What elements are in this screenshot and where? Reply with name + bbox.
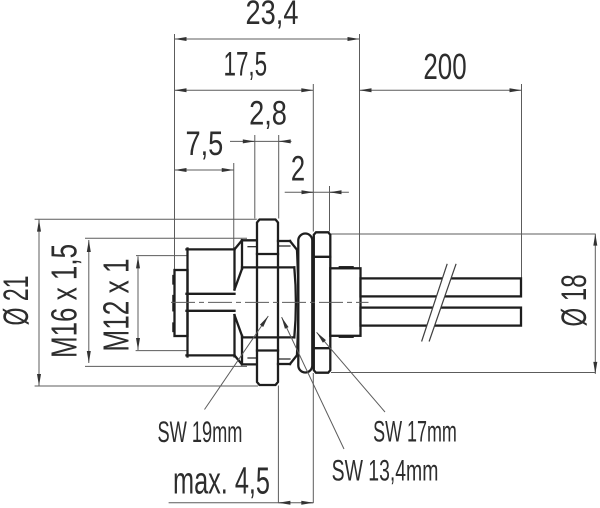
- svg-text:2,8: 2,8: [249, 94, 287, 133]
- svg-text:23,4: 23,4: [246, 0, 299, 32]
- svg-text:7,5: 7,5: [186, 124, 224, 163]
- svg-text:17,5: 17,5: [223, 46, 267, 84]
- svg-text:200: 200: [423, 47, 466, 87]
- svg-text:SW 17mm: SW 17mm: [373, 416, 457, 449]
- svg-text:Ø 18: Ø 18: [556, 274, 594, 326]
- svg-text:M16 x 1,5: M16 x 1,5: [44, 244, 84, 358]
- svg-text:SW 19mm: SW 19mm: [158, 417, 243, 449]
- svg-text:M12 x 1: M12 x 1: [96, 258, 136, 351]
- svg-text:2: 2: [291, 150, 305, 189]
- svg-text:SW 13,4mm: SW 13,4mm: [332, 455, 439, 488]
- svg-text:max. 4,5: max. 4,5: [173, 459, 270, 501]
- svg-text:Ø 21: Ø 21: [0, 276, 36, 326]
